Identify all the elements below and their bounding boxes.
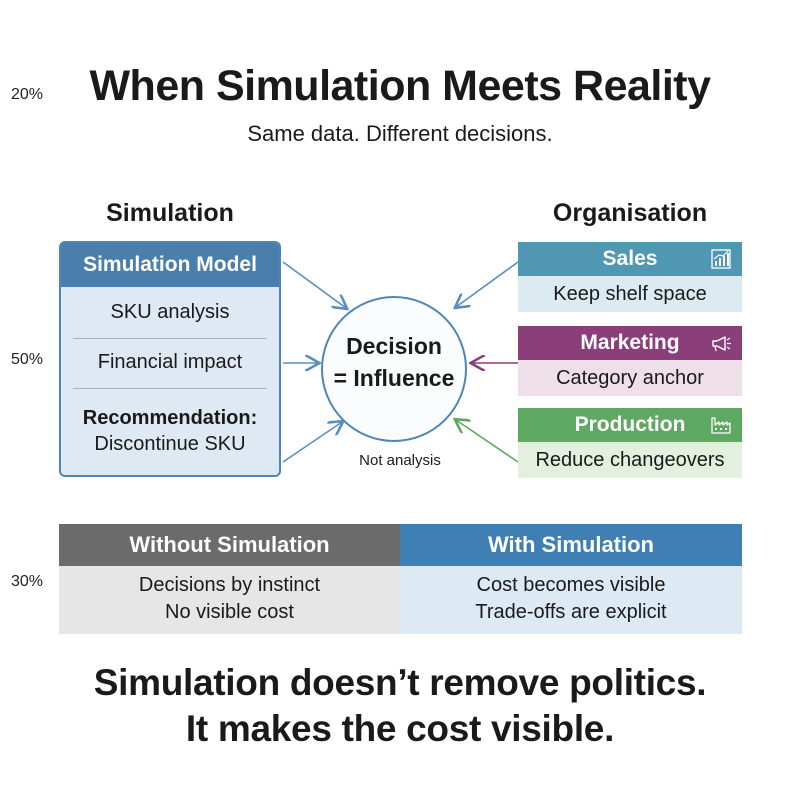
org-sales-name: Sales [602, 247, 658, 270]
simulation-model-title: Simulation Model [61, 243, 279, 287]
org-marketing-name: Marketing [580, 331, 680, 354]
without-line-1: Decisions by instinct [138, 574, 321, 596]
margin-label-top: 20% [11, 86, 44, 103]
margin-label-bottom: 30% [11, 573, 44, 590]
arrow-sim-bottom [282, 422, 342, 463]
with-line-1: Cost becomes visible [476, 574, 666, 596]
conclusion-line-2: It makes the cost visible. [185, 708, 615, 749]
megaphone-icon [712, 336, 731, 352]
without-simulation-header: Without Simulation [59, 524, 400, 566]
org-marketing-note: Category anchor [518, 360, 742, 396]
org-production-header: Production [518, 408, 742, 442]
with-line-2: Trade-offs are explicit [475, 601, 667, 623]
sim-recommendation-label: Recommendation: [82, 407, 258, 429]
without-simulation-body: Decisions by instinct No visible cost [59, 566, 400, 634]
factory-icon [711, 417, 731, 434]
arrow-production [456, 420, 519, 463]
decision-line-2: = Influence [333, 365, 455, 391]
conclusion-line-1: Simulation doesn’t remove politics. [93, 662, 707, 703]
sim-recommendation-value: Discontinue SKU [94, 433, 246, 455]
decision-caption: Not analysis [359, 452, 441, 469]
with-simulation-header: With Simulation [400, 524, 742, 566]
with-simulation-body: Cost becomes visible Trade-offs are expl… [400, 566, 742, 634]
simulation-model-box: Simulation Model SKU analysis Financial … [59, 241, 281, 477]
margin-label-middle: 50% [11, 351, 44, 368]
sim-divider [73, 388, 267, 389]
bar-chart-icon [711, 249, 731, 269]
org-production-name: Production [574, 413, 686, 436]
arrow-sim-top [282, 261, 346, 308]
arrow-sales [456, 261, 519, 307]
without-line-2: No visible cost [165, 601, 294, 623]
page-subtitle: Same data. Different decisions. [247, 121, 553, 146]
sim-item-financial-impact: Financial impact [97, 351, 243, 373]
simulation-heading: Simulation [106, 199, 234, 227]
sim-divider [73, 338, 267, 339]
decision-circle [321, 296, 467, 442]
org-marketing-header: Marketing [518, 326, 742, 360]
sim-item-sku-analysis: SKU analysis [110, 301, 230, 323]
decision-line-1: Decision [346, 333, 442, 359]
org-production-note: Reduce changeovers [518, 442, 742, 478]
conclusion: Simulation doesn’t remove politics. It m… [0, 660, 800, 752]
org-sales-header: Sales [518, 242, 742, 276]
org-sales-note: Keep shelf space [518, 276, 742, 312]
page-title: When Simulation Meets Reality [89, 62, 711, 110]
decision-label: Decision = Influence [321, 330, 467, 394]
organisation-heading: Organisation [552, 199, 708, 227]
